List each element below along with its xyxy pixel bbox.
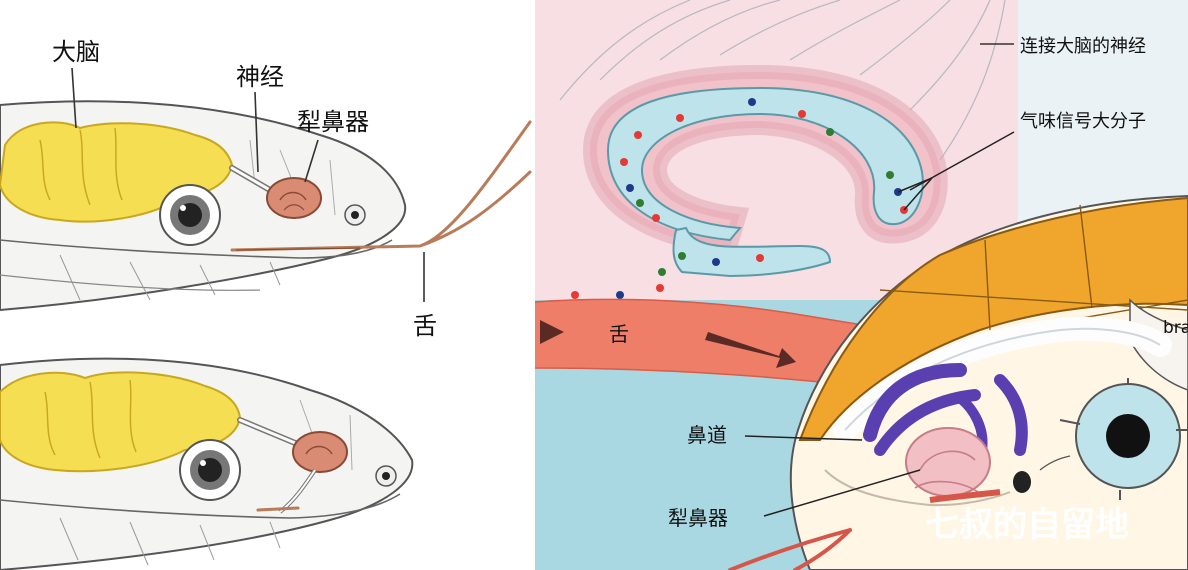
panel-divider bbox=[532, 0, 535, 570]
label-nerve: 神经 bbox=[236, 63, 284, 91]
label-nasal-passage: 鼻道 bbox=[687, 423, 727, 447]
bottom-snake-head bbox=[0, 357, 414, 570]
right-panel: 连接大脑的神经 气味信号大分子 舌 鼻道 犁鼻器 bra 七叔的自留地 bbox=[533, 0, 1188, 570]
label-brain: 大脑 bbox=[52, 38, 100, 66]
label-tongue-left: 舌 bbox=[413, 312, 437, 340]
nostril-top bbox=[344, 204, 366, 226]
eye-top bbox=[159, 184, 221, 246]
label-brain-nerve: 连接大脑的神经 bbox=[1020, 36, 1146, 57]
label-vomeronasal-right: 犁鼻器 bbox=[668, 506, 728, 530]
label-vomeronasal-left: 犁鼻器 bbox=[297, 108, 369, 136]
nerve-fibres bbox=[559, 0, 1006, 161]
left-panel: 大脑 神经 犁鼻器 舌 bbox=[0, 0, 534, 570]
nostril-right bbox=[1013, 471, 1031, 493]
top-snake-head bbox=[0, 100, 532, 312]
label-odor-molecules: 气味信号大分子 bbox=[1020, 111, 1146, 132]
watermark-text: 七叔的自留地 bbox=[925, 505, 1129, 545]
nostril-bottom bbox=[375, 465, 397, 487]
vomeronasal-organ-right bbox=[905, 427, 991, 497]
vomeronasal-organ-bottom bbox=[292, 431, 348, 473]
tongue-right bbox=[728, 528, 852, 570]
right-snake-head bbox=[728, 194, 1188, 570]
label-tongue-right: 舌 bbox=[609, 322, 629, 346]
label-brain-partial: bra bbox=[1163, 318, 1188, 338]
tongue-top bbox=[230, 120, 532, 252]
vomeronasal-organ-top bbox=[266, 177, 322, 219]
eye-right bbox=[1059, 378, 1188, 500]
eye-bottom bbox=[179, 439, 241, 501]
